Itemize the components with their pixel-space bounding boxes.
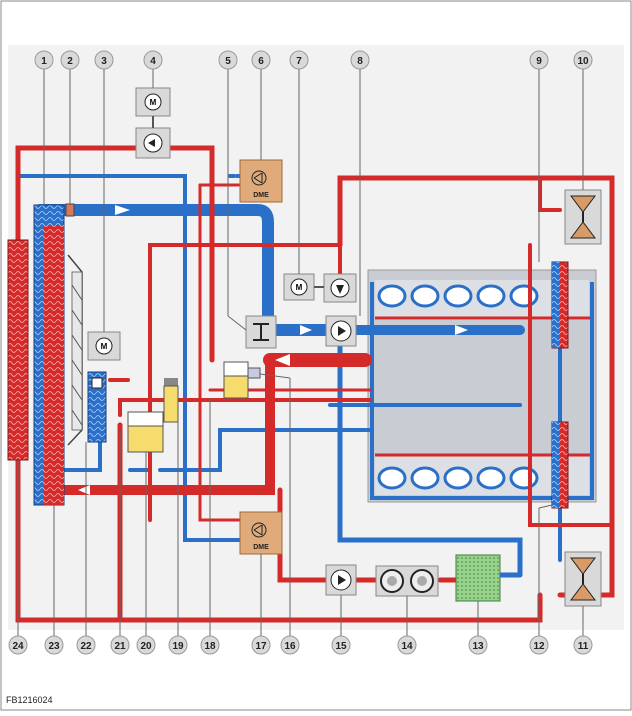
svg-text:19: 19: [172, 641, 184, 652]
pump-motor-top: M: [135, 87, 171, 117]
svg-text:24: 24: [12, 641, 24, 652]
dme-icon: [253, 172, 263, 184]
svg-text:3: 3: [101, 56, 107, 67]
svg-text:23: 23: [48, 641, 60, 652]
svg-text:7: 7: [296, 56, 302, 67]
callout-6: 6: [251, 50, 271, 160]
motor-icon: M: [101, 342, 108, 351]
charge-air-cooler: [455, 554, 501, 602]
svg-text:9: 9: [536, 56, 542, 67]
callout-11: 11: [573, 606, 593, 655]
callout-2: 2: [60, 50, 80, 204]
cylinders-bottom: [377, 466, 539, 490]
svg-text:1: 1: [41, 56, 47, 67]
callout-14: 14: [397, 596, 417, 655]
heat-exchanger: [87, 371, 107, 443]
callout-18: 18: [200, 398, 220, 655]
pump-icon: [148, 139, 155, 147]
thermostat-icon: [253, 323, 269, 341]
callout-21: 21: [110, 430, 130, 655]
turbocharger-lower: [564, 551, 602, 607]
callout-5: 5: [218, 50, 247, 331]
svg-text:15: 15: [335, 641, 347, 652]
svg-text:22: 22: [80, 641, 92, 652]
callout-24: 24: [8, 460, 28, 655]
svg-text:16: 16: [284, 641, 296, 652]
callout-23: 23: [44, 505, 64, 655]
flow-arrows: [78, 205, 468, 495]
svg-text:5: 5: [225, 56, 231, 67]
dme-label-lower: DME: [253, 544, 269, 551]
dme-unit-lower: DME: [239, 511, 283, 555]
callout-9: 9: [529, 50, 549, 262]
svg-text:M: M: [150, 98, 157, 107]
callout-15: 15: [331, 595, 351, 655]
callout-20: 20: [136, 452, 156, 655]
callouts-top: 1 2 3 4 5 6 7: [34, 50, 593, 332]
svg-text:14: 14: [401, 641, 413, 652]
cylinders-top: [377, 284, 539, 308]
dme-label-upper: DME: [253, 192, 269, 199]
vent-valve: [163, 378, 179, 423]
turbocharger-upper: [564, 189, 602, 245]
svg-text:M: M: [296, 283, 303, 292]
svg-text:2: 2: [67, 56, 73, 67]
electric-coolant-pump-top: [135, 127, 171, 159]
callout-22: 22: [76, 442, 96, 655]
cooler-lower-cold-side: [552, 422, 560, 508]
svg-text:10: 10: [577, 56, 589, 67]
callout-7: 7: [289, 50, 309, 274]
svg-text:12: 12: [533, 641, 545, 652]
callout-13: 13: [468, 601, 488, 655]
main-coolant-pump: [325, 315, 357, 347]
auxiliary-water-pump: [325, 564, 357, 596]
callout-12: 12: [529, 504, 553, 655]
auxiliary-radiator: [7, 239, 29, 461]
dme-unit-upper: DME: [239, 159, 283, 203]
svg-text:8: 8: [357, 56, 363, 67]
callout-16: 16: [259, 373, 300, 655]
svg-text:4: 4: [150, 56, 156, 67]
svg-text:21: 21: [114, 641, 126, 652]
callout-17: 17: [251, 554, 271, 655]
twin-pump-unit: [375, 565, 439, 597]
svg-text:13: 13: [472, 641, 484, 652]
temp-sensor-radiator: [65, 203, 75, 217]
svg-text:17: 17: [255, 641, 267, 652]
auxiliary-pump-motor: M: [283, 273, 315, 301]
callout-8: 8: [350, 50, 370, 316]
figure-id: FB1216024: [6, 695, 53, 705]
svg-text:11: 11: [578, 641, 589, 652]
cooler-upper-cold-side: [552, 262, 560, 348]
callout-4: 4: [143, 50, 163, 88]
callout-3: 3: [94, 50, 114, 332]
electric-fan: [67, 254, 83, 446]
callout-1: 1: [34, 50, 54, 205]
svg-text:6: 6: [258, 56, 264, 67]
callout-19: 19: [168, 422, 188, 655]
small-reservoir-18: [223, 361, 249, 399]
svg-text:18: 18: [204, 641, 216, 652]
expansion-tank: [127, 411, 164, 453]
callouts-bottom: 24 23 22 21 20 19 18: [8, 373, 593, 655]
thermostat: [245, 315, 277, 349]
fan-motor: M: [87, 331, 121, 361]
block-coolant-jacket: [370, 282, 594, 500]
main-radiator-hot-half: [44, 225, 64, 505]
temp-sensor-16: [247, 367, 261, 379]
callout-10: 10: [573, 50, 593, 190]
auxiliary-pump: [323, 273, 357, 303]
svg-text:20: 20: [140, 641, 152, 652]
